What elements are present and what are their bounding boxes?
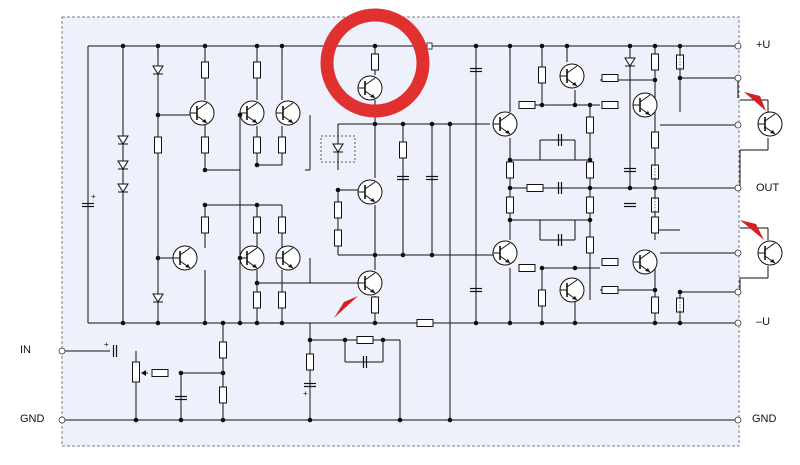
svg-text:+: + [104,340,109,349]
input-stage-wiring [122,46,401,420]
in-label: IN [20,344,31,356]
highlight-circle [320,8,430,118]
svg-text:+: + [91,192,96,201]
svg-text:+: + [303,389,308,398]
dashed-diode-box [320,135,356,163]
gnd-left-label: GND [20,413,45,425]
junction-dots [120,43,683,423]
terminals [58,42,742,424]
arrow-vbe-transistor [334,296,358,318]
minus-u-label: –U [756,316,771,328]
arrow-lower-output [740,220,764,240]
arrow-upper-output [744,92,766,111]
input-potentiometer [132,361,148,383]
polarity-marks: + + + [91,192,308,398]
out-label: OUT [756,182,780,194]
gnd-right-label: GND [752,413,777,425]
plus-u-label: +U [756,39,771,51]
red-arrows [334,92,766,318]
